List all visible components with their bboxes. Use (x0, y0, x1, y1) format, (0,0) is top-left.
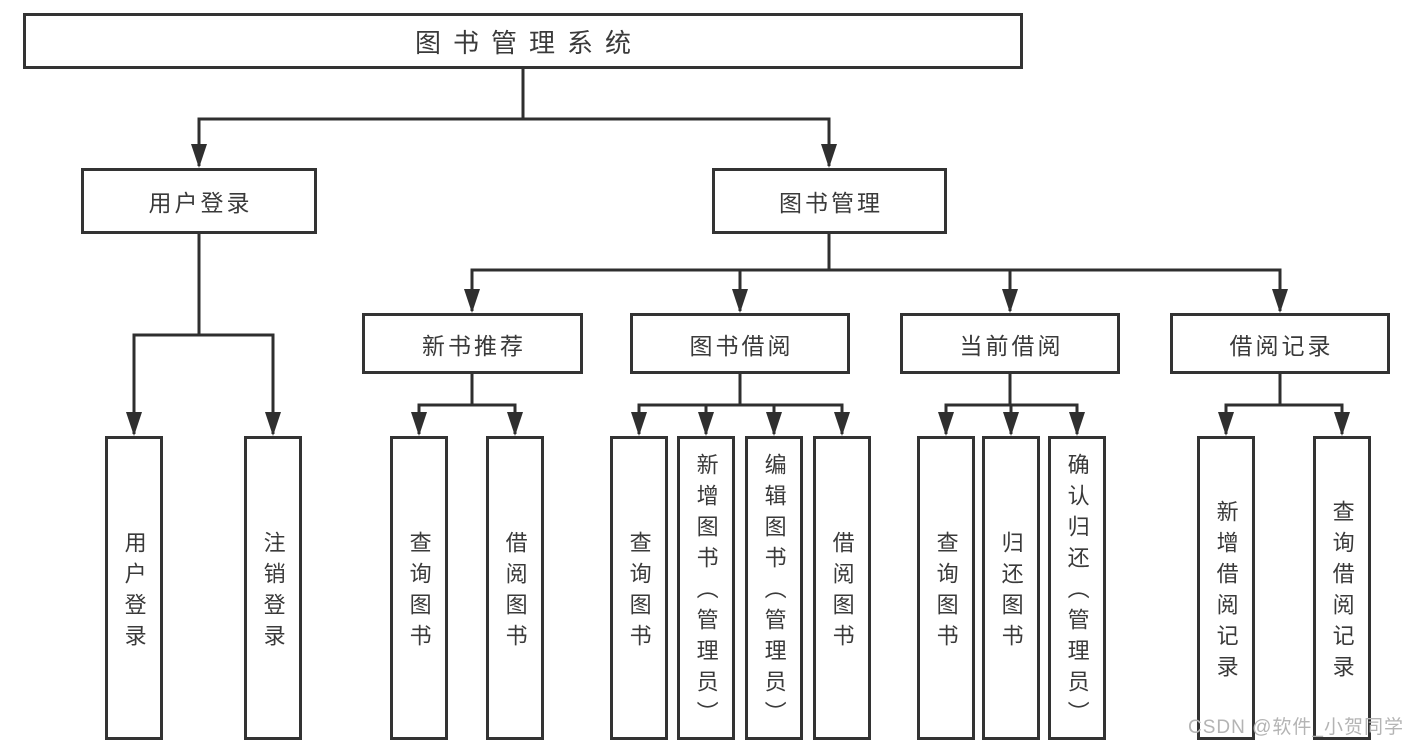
leaf-borrow-books: 借阅图书 (813, 436, 871, 740)
leaf-add-borrow-record-label: 新增借阅记录 (1213, 499, 1239, 686)
leaf-return-books-label: 归还图书 (998, 530, 1024, 655)
node-book-borrowing: 图书借阅 (630, 313, 850, 374)
leaf-query-books-current: 查询图书 (917, 436, 975, 740)
leaf-borrow-books-recommend-label: 借阅图书 (502, 530, 528, 655)
node-user-login: 用户登录 (81, 168, 317, 234)
leaf-add-books-admin: 新增图书（管理员） (677, 436, 735, 740)
leaf-query-borrow-record: 查询借阅记录 (1313, 436, 1371, 740)
leaf-logout-login-label: 注销登录 (260, 530, 286, 655)
leaf-edit-books-admin-label: 编辑图书（管理员） (761, 453, 787, 732)
leaf-edit-books-admin: 编辑图书（管理员） (745, 436, 803, 740)
leaf-return-books: 归还图书 (982, 436, 1040, 740)
node-borrowing-records: 借阅记录 (1170, 313, 1390, 374)
node-current-borrowing: 当前借阅 (900, 313, 1120, 374)
node-new-book-recommend: 新书推荐 (362, 313, 583, 374)
leaf-logout-login: 注销登录 (244, 436, 302, 740)
leaf-borrow-books-label: 借阅图书 (829, 530, 855, 655)
leaf-confirm-return-admin: 确认归还（管理员） (1048, 436, 1106, 740)
leaf-user-login-label: 用户登录 (121, 530, 147, 655)
leaf-user-login: 用户登录 (105, 436, 163, 740)
leaf-query-books-current-label: 查询图书 (933, 530, 959, 655)
node-book-management: 图书管理 (712, 168, 947, 234)
leaf-borrow-books-recommend: 借阅图书 (486, 436, 544, 740)
leaf-query-books-borrow-label: 查询图书 (626, 530, 652, 655)
node-library-management-system: 图书管理系统 (23, 13, 1023, 69)
leaf-query-books-borrow: 查询图书 (610, 436, 668, 740)
leaf-confirm-return-admin-label: 确认归还（管理员） (1064, 453, 1090, 732)
leaf-query-books-recommend: 查询图书 (390, 436, 448, 740)
leaf-query-books-recommend-label: 查询图书 (406, 530, 432, 655)
leaf-query-borrow-record-label: 查询借阅记录 (1329, 499, 1355, 686)
leaf-add-books-admin-label: 新增图书（管理员） (693, 453, 719, 732)
leaf-add-borrow-record: 新增借阅记录 (1197, 436, 1255, 740)
